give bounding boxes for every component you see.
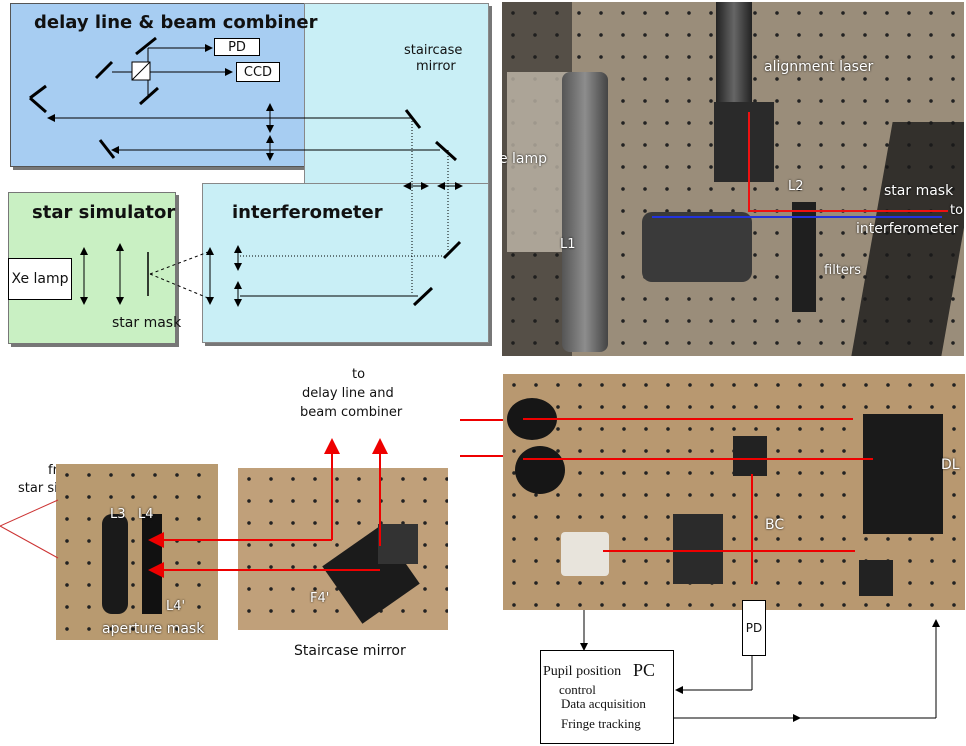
l4-bottom-label: L4' — [166, 600, 185, 613]
photo-red-beam-vertical — [748, 112, 750, 212]
photo-red-beam-horizontal — [748, 210, 948, 212]
photo-mount-a — [714, 102, 774, 182]
photo-mirror-right — [859, 560, 893, 596]
photo-bc-optic — [673, 514, 723, 584]
bc-label: BC — [765, 518, 784, 532]
staircase-mount — [378, 524, 418, 564]
photo-cylinder-b — [515, 446, 565, 494]
star-block-title: star simulator — [32, 204, 175, 222]
pupil-position-label: Pupil position — [543, 665, 621, 679]
to-label: to — [352, 368, 365, 381]
photo-optic-center — [733, 436, 767, 476]
filters-label: filters — [824, 264, 861, 277]
alignment-laser-label: alignment laser — [764, 60, 873, 74]
pc-label: PC — [633, 661, 655, 679]
l2-label: L2 — [788, 180, 804, 193]
photo-blue-beam — [652, 216, 942, 218]
photo-mount-b — [792, 202, 816, 312]
aperture-mask-label: aperture mask — [102, 622, 204, 636]
xe-lamp-box: Xe lamp — [8, 258, 72, 300]
photo-camera — [561, 532, 609, 576]
photo-tube-l1 — [562, 72, 608, 352]
photo-panel-right — [851, 122, 964, 356]
f4-label: F4' — [310, 592, 329, 605]
interferometer-photo-label: interferometer — [856, 222, 958, 236]
pd-box: PD — [214, 38, 260, 56]
delay-line-photo: DL BC — [503, 374, 965, 610]
fringe-tracking-label: Fringe tracking — [561, 717, 641, 730]
lens-l4 — [142, 514, 162, 614]
delay-block-title: delay line & beam combiner — [34, 14, 317, 32]
star-mask-photo-label: star mask — [884, 184, 953, 198]
l3-label: L3 — [110, 508, 126, 521]
beam-combiner-label: beam combiner — [300, 406, 402, 419]
star-mask-label: star mask — [112, 316, 181, 330]
l4-top-label: L4 — [138, 508, 154, 521]
photo-red-beam-bc-vertical — [751, 474, 753, 584]
xe-lamp-photo-label: Xe lamp — [502, 152, 547, 166]
pc-box: Pupil position PC control Data acquisiti… — [540, 650, 674, 744]
staircase-label-line1: staircase — [404, 44, 462, 57]
staircase-mirror-photo: F4' — [238, 468, 448, 630]
star-simulator-photo: alignment laser Xe lamp L1 L2 star mask … — [502, 2, 964, 356]
l1-label: L1 — [560, 238, 576, 251]
ccd-box: CCD — [236, 62, 280, 82]
schematic-diagram: delay line & beam combiner PD CCD stairc… — [0, 0, 500, 350]
aperture-mask-photo: L3 L4 L4' aperture mask — [56, 464, 218, 640]
to-photo-label: to — [950, 204, 963, 217]
photo-dl-stage — [863, 414, 943, 534]
lens-l3 — [102, 514, 128, 614]
dl-label: DL — [941, 458, 960, 472]
photo-red-beam-bc-horizontal — [603, 550, 855, 552]
photo-laser-body — [716, 2, 752, 112]
delay-line-and-label: delay line and — [302, 387, 394, 400]
pd-detector-box: PD — [742, 600, 766, 656]
photo-optics-bench — [642, 212, 752, 282]
staircase-label-line2: mirror — [416, 60, 456, 73]
staircase-mirror-label: Staircase mirror — [294, 644, 406, 658]
control-label: control — [559, 683, 596, 696]
photo-red-beam-lower — [523, 458, 873, 460]
data-acquisition-label: Data acquisition — [561, 697, 646, 710]
interferometer-title: interferometer — [232, 204, 383, 222]
photo-red-beam-upper — [523, 418, 853, 420]
